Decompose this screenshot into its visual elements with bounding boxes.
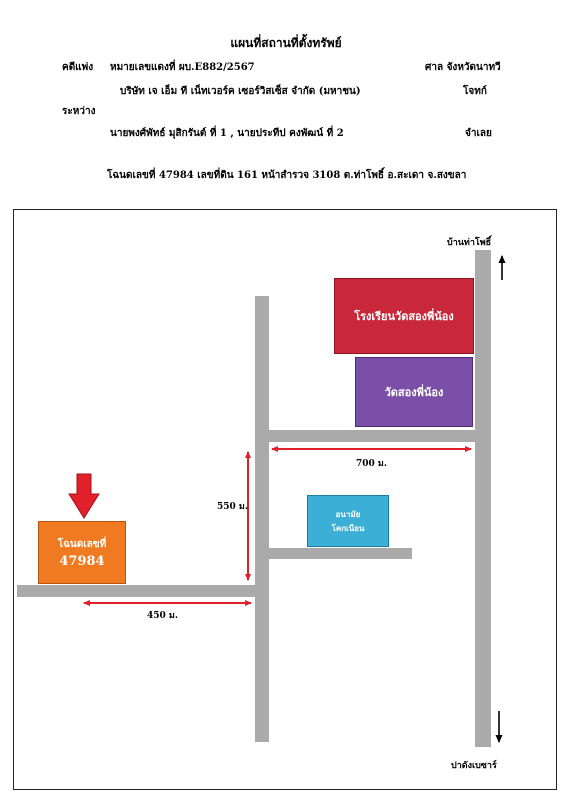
health-center-building: อนามัย โคกเนียน [307, 495, 389, 547]
property-pointer-arrow [68, 473, 100, 519]
temple-label: วัดสองพี่น้อง [384, 386, 444, 399]
distance-450-label: 450 ม. [147, 611, 178, 621]
plaintiff-name: บริษัท เจ เอ็ม ที เน็ทเวอร์ค เซอร์วิสเซ็… [120, 86, 361, 97]
temple-building: วัดสองพี่น้อง [355, 357, 473, 427]
defendant-names: นายพงศ์พัทธ์ มุสิกรันต์ ที่ 1 , นายประที… [110, 128, 344, 139]
health-center-label-line2: โคกเนียน [331, 523, 365, 533]
place-south-label: ปาดังเบซาร์ [451, 761, 497, 771]
defendant-role: จำเลย [465, 128, 492, 139]
case-label: คดีแพ่ง [62, 62, 94, 73]
page-title: แผนที่สถานที่ตั้งทรัพย์ [230, 36, 342, 50]
road-horizontal-left [17, 585, 255, 597]
road-horizontal-health [269, 548, 412, 559]
place-north-label: บ้านท่าโพธิ์ [447, 238, 492, 248]
property-label: โฉนดเลขที่ [57, 538, 107, 550]
plaintiff-role: โจทก์ [463, 86, 487, 97]
property-parcel: โฉนดเลขที่ 47984 [38, 521, 126, 584]
school-label: โรงเรียนวัดสองพี่น้อง [354, 310, 454, 323]
court-name: ศาล จังหวัดนาทวี [425, 62, 501, 73]
deed-line: โฉนดเลขที่ 47984 เลขที่ดิน 161 หน้าสำรวจ… [107, 170, 467, 181]
road-vertical-middle [255, 296, 269, 742]
health-center-label-line1: อนามัย [335, 509, 361, 519]
distance-700-label: 700 ม. [356, 459, 387, 469]
main-road-vertical [475, 250, 491, 747]
school-building: โรงเรียนวัดสองพี่น้อง [334, 278, 474, 354]
map-frame [13, 209, 557, 790]
distance-550-label: 550 ม. [217, 502, 248, 512]
road-horizontal-upper [269, 430, 475, 442]
property-number: 47984 [59, 553, 105, 569]
between-label: ระหว่าง [62, 106, 96, 117]
case-number: หมายเลขแดงที่ ผบ.E882/2567 [110, 62, 255, 73]
